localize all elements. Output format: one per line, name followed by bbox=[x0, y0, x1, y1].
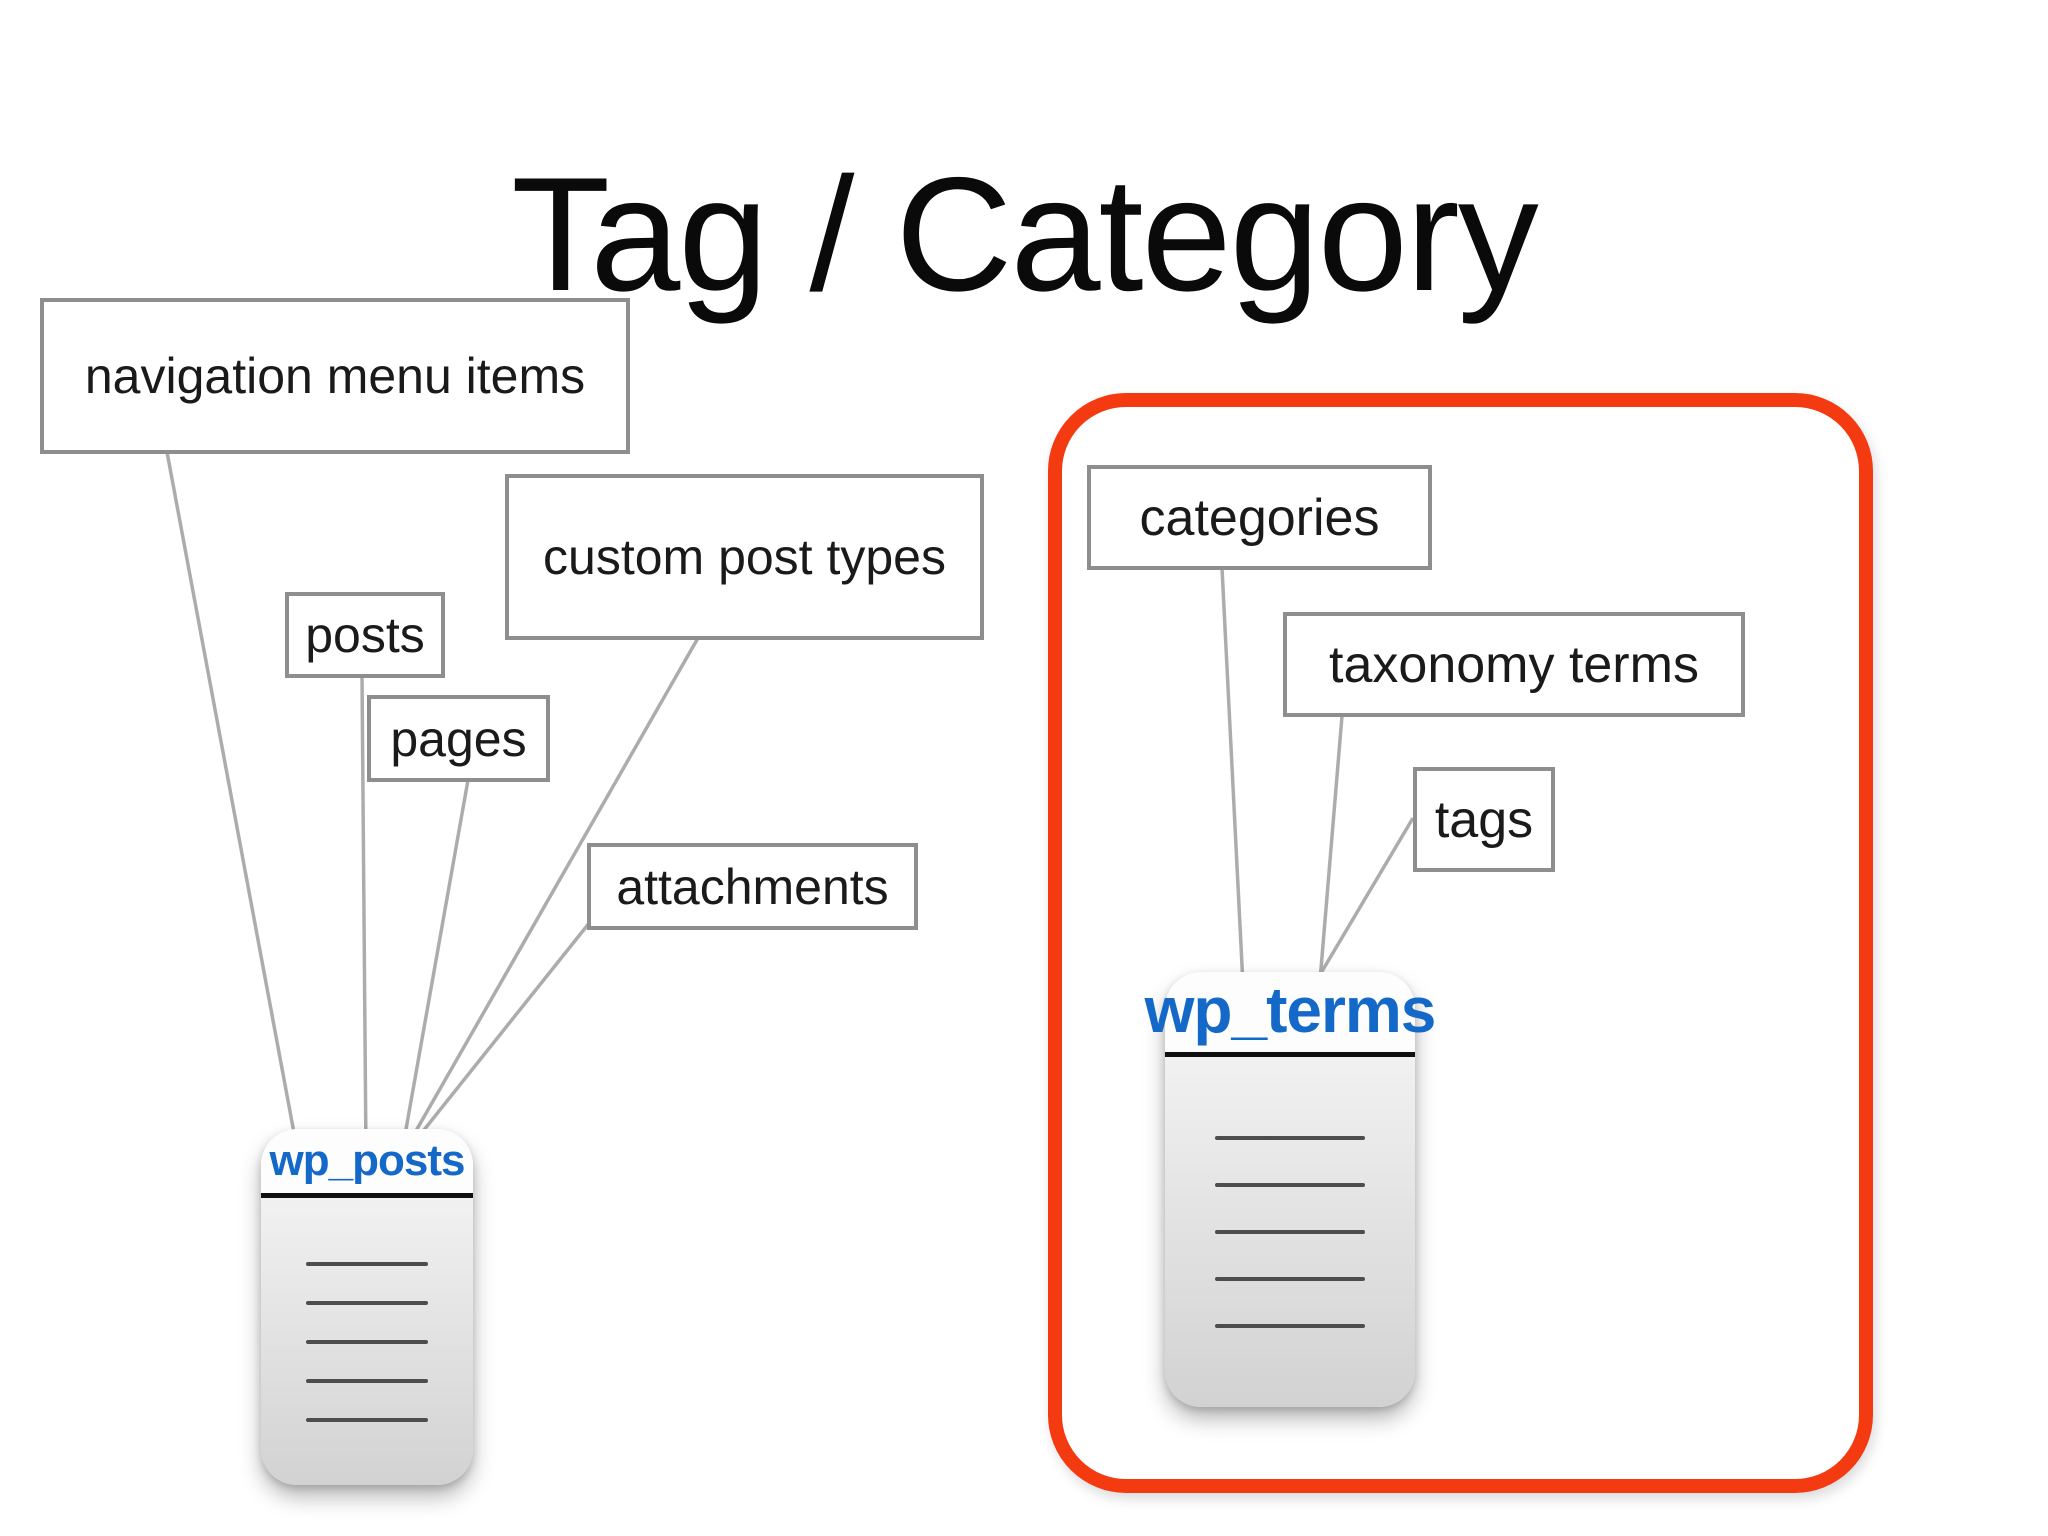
table-icon-header bbox=[1165, 972, 1415, 1052]
label-text: taxonomy terms bbox=[1329, 635, 1699, 694]
table-name-wp-posts: wp_posts bbox=[269, 1136, 466, 1185]
highlight-frame bbox=[1048, 393, 1873, 1493]
connector-taxonomy-terms-to-wp_terms bbox=[1316, 715, 1344, 1006]
table-row-line bbox=[306, 1300, 428, 1305]
table-row-line bbox=[306, 1339, 428, 1344]
label-navigation-menu-items: navigation menu items bbox=[40, 298, 630, 454]
table-icon-divider bbox=[1165, 1052, 1415, 1057]
table-icon-body bbox=[261, 1198, 473, 1485]
label-pages: pages bbox=[367, 695, 550, 782]
table-name-wp-terms: wp_terms bbox=[1144, 974, 1437, 1046]
label-text: posts bbox=[305, 607, 425, 663]
wp-posts-table-icon: wp_posts bbox=[261, 1129, 473, 1485]
label-custom-post-types: custom post types bbox=[505, 474, 984, 640]
table-row-line bbox=[306, 1261, 428, 1266]
label-attachments: attachments bbox=[587, 843, 918, 930]
table-icon-header: wp_posts bbox=[261, 1129, 473, 1193]
connector-posts-to-wp_posts bbox=[360, 675, 368, 1156]
table-row-line bbox=[1215, 1136, 1365, 1140]
label-text: pages bbox=[390, 710, 527, 767]
label-tags: tags bbox=[1413, 767, 1555, 872]
connector-categories-to-wp_terms bbox=[1220, 567, 1246, 1006]
connector-custom-post-types-to-wp_posts bbox=[383, 637, 700, 1186]
label-taxonomy-terms: taxonomy terms bbox=[1283, 612, 1745, 717]
table-row-line bbox=[1215, 1324, 1365, 1328]
table-row-line bbox=[306, 1417, 428, 1422]
label-text: custom post types bbox=[543, 529, 946, 585]
table-row-line bbox=[1215, 1277, 1365, 1281]
wp-terms-table-icon bbox=[1165, 972, 1415, 1407]
label-text: categories bbox=[1139, 488, 1380, 547]
table-icon-body bbox=[1165, 1057, 1415, 1407]
table-row-line bbox=[1215, 1183, 1365, 1187]
connector-navigation-menu-items-to-wp_posts bbox=[165, 451, 302, 1166]
connector-pages-to-wp_posts bbox=[395, 779, 470, 1181]
label-text: navigation menu items bbox=[84, 348, 586, 404]
page-title: Tag / Category bbox=[511, 144, 1539, 325]
label-posts: posts bbox=[285, 592, 445, 678]
label-text: attachments bbox=[616, 858, 889, 915]
table-row-line bbox=[1215, 1230, 1365, 1234]
label-categories: categories bbox=[1087, 465, 1432, 570]
table-row-line bbox=[306, 1378, 428, 1383]
table-icon-divider bbox=[261, 1193, 473, 1198]
label-text: tags bbox=[1434, 790, 1534, 849]
